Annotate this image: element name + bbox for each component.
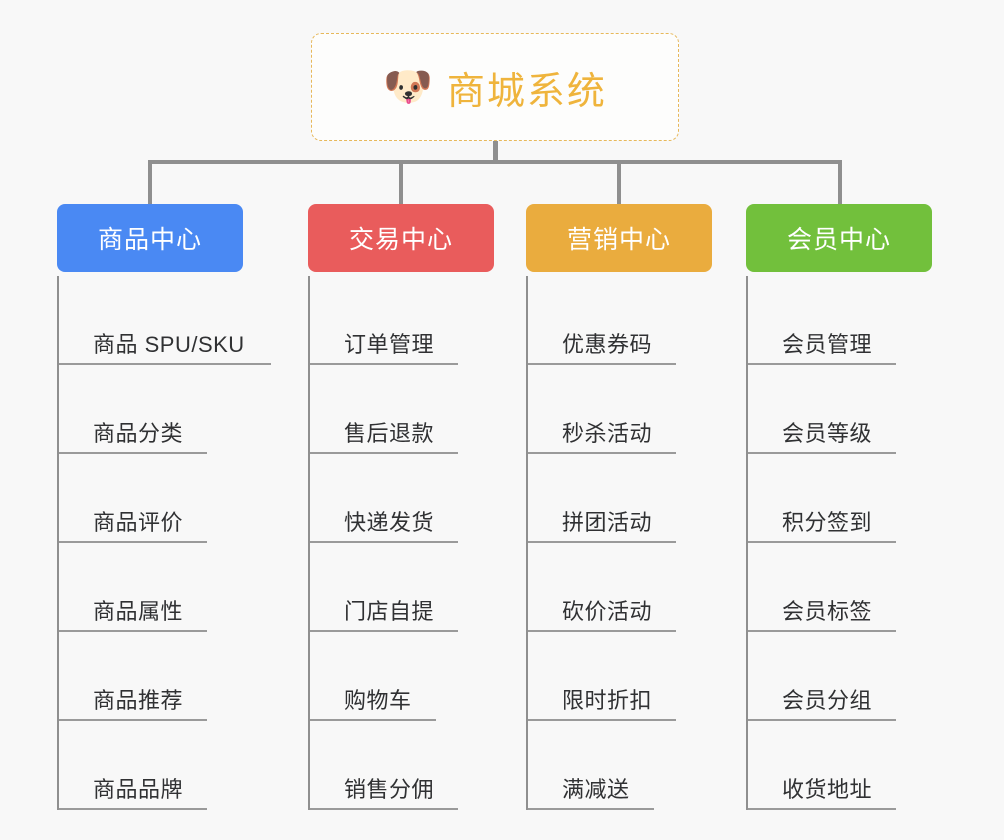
category-header-marketing-center[interactable]: 营销中心: [526, 204, 712, 272]
leaf-underline: [528, 719, 676, 721]
leaf-underline: [59, 452, 207, 454]
category-label: 商品中心: [97, 226, 202, 254]
leaf-underline: [59, 808, 207, 810]
list-item[interactable]: 商品 SPU/SKU: [59, 276, 271, 365]
list-item-label: 会员等级: [782, 421, 873, 446]
list-item[interactable]: 秒杀活动: [528, 365, 712, 454]
leaf-underline: [310, 541, 458, 543]
leaf-underline: [528, 541, 676, 543]
list-item-label: 会员标签: [782, 599, 873, 624]
list-item-label: 快递发货: [344, 510, 435, 535]
leaf-underline: [748, 452, 896, 454]
list-item-label: 商品分类: [93, 421, 184, 446]
category-column-member-center: 会员中心 会员管理 会员等级 积分签到 会员标签 会员分组: [746, 204, 932, 810]
list-item-label: 满减送: [562, 777, 630, 802]
leaf-underline: [310, 808, 458, 810]
category-header-member-center[interactable]: 会员中心: [746, 204, 932, 272]
leaf-underline: [310, 363, 458, 365]
list-item-label: 优惠券码: [562, 332, 653, 357]
list-item[interactable]: 销售分佣: [310, 721, 494, 810]
list-item[interactable]: 订单管理: [310, 276, 494, 365]
leaf-list-trade-center: 订单管理 售后退款 快递发货 门店自提 购物车 销售分佣: [308, 276, 494, 810]
list-item[interactable]: 商品分类: [59, 365, 243, 454]
root-node-label: 商城系统: [446, 70, 607, 113]
list-item-label: 商品推荐: [93, 688, 184, 713]
list-item-label: 商品评价: [93, 510, 184, 535]
list-item-label: 商品属性: [93, 599, 184, 624]
connector-drop-category-3: [617, 160, 621, 205]
list-item-label: 拼团活动: [562, 510, 653, 535]
list-item[interactable]: 商品属性: [59, 543, 243, 632]
category-header-trade-center[interactable]: 交易中心: [308, 204, 494, 272]
leaf-underline: [528, 363, 676, 365]
leaf-underline: [748, 630, 896, 632]
category-column-marketing-center: 营销中心 优惠券码 秒杀活动 拼团活动 砍价活动 限时折扣: [526, 204, 712, 810]
leaf-list-product-center: 商品 SPU/SKU 商品分类 商品评价 商品属性 商品推荐 商品品牌: [57, 276, 271, 810]
list-item-label: 订单管理: [344, 332, 435, 357]
list-item-label: 商品 SPU/SKU: [93, 332, 245, 357]
leaf-underline: [59, 719, 207, 721]
list-item[interactable]: 优惠券码: [528, 276, 712, 365]
leaf-underline: [528, 808, 654, 810]
shiba-dog-face-icon: 🐶: [383, 65, 433, 109]
list-item-label: 砍价活动: [562, 599, 653, 624]
connector-drop-category-4: [838, 160, 842, 205]
list-item[interactable]: 商品评价: [59, 454, 243, 543]
leaf-underline: [528, 630, 676, 632]
leaf-underline: [748, 808, 896, 810]
leaf-underline: [748, 719, 896, 721]
category-label: 交易中心: [348, 226, 453, 254]
list-item[interactable]: 快递发货: [310, 454, 494, 543]
leaf-underline: [59, 630, 207, 632]
connector-root-stem: [493, 141, 498, 164]
list-item-label: 售后退款: [344, 421, 435, 446]
list-item[interactable]: 门店自提: [310, 543, 494, 632]
list-item[interactable]: 满减送: [528, 721, 712, 810]
list-item-label: 会员管理: [782, 332, 873, 357]
leaf-underline: [59, 363, 271, 365]
list-item-label: 购物车: [344, 688, 412, 713]
category-label: 会员中心: [786, 226, 891, 254]
list-item-label: 门店自提: [344, 599, 435, 624]
list-item-label: 积分签到: [782, 510, 873, 535]
connector-drop-category-2: [399, 160, 403, 205]
leaf-list-member-center: 会员管理 会员等级 积分签到 会员标签 会员分组 收货地址: [746, 276, 932, 810]
leaf-underline: [310, 630, 458, 632]
list-item-label: 限时折扣: [562, 688, 653, 713]
list-item[interactable]: 会员管理: [748, 276, 932, 365]
list-item-label: 会员分组: [782, 688, 873, 713]
list-item[interactable]: 会员等级: [748, 365, 932, 454]
category-column-trade-center: 交易中心 订单管理 售后退款 快递发货 门店自提 购物车: [308, 204, 494, 810]
category-header-product-center[interactable]: 商品中心: [57, 204, 243, 272]
connector-horizontal-bus: [148, 160, 842, 164]
list-item-label: 销售分佣: [344, 777, 435, 802]
list-item-label: 商品品牌: [93, 777, 184, 802]
list-item[interactable]: 收货地址: [748, 721, 932, 810]
root-node-shop-system[interactable]: 🐶 商城系统: [311, 33, 679, 141]
leaf-underline: [310, 452, 458, 454]
list-item[interactable]: 售后退款: [310, 365, 494, 454]
list-item[interactable]: 砍价活动: [528, 543, 712, 632]
list-item[interactable]: 购物车: [310, 632, 494, 721]
leaf-underline: [310, 719, 436, 721]
list-item[interactable]: 会员分组: [748, 632, 932, 721]
leaf-underline: [748, 541, 896, 543]
list-item-label: 收货地址: [782, 777, 873, 802]
leaf-list-marketing-center: 优惠券码 秒杀活动 拼团活动 砍价活动 限时折扣 满减送: [526, 276, 712, 810]
list-item[interactable]: 商品推荐: [59, 632, 243, 721]
list-item[interactable]: 限时折扣: [528, 632, 712, 721]
category-column-product-center: 商品中心 商品 SPU/SKU 商品分类 商品评价 商品属性 商品推荐: [57, 204, 271, 810]
leaf-underline: [528, 452, 676, 454]
list-item[interactable]: 拼团活动: [528, 454, 712, 543]
leaf-underline: [59, 541, 207, 543]
list-item[interactable]: 积分签到: [748, 454, 932, 543]
list-item[interactable]: 会员标签: [748, 543, 932, 632]
list-item-label: 秒杀活动: [562, 421, 653, 446]
connector-drop-category-1: [148, 160, 152, 205]
list-item[interactable]: 商品品牌: [59, 721, 243, 810]
leaf-underline: [748, 363, 896, 365]
category-label: 营销中心: [566, 226, 671, 254]
